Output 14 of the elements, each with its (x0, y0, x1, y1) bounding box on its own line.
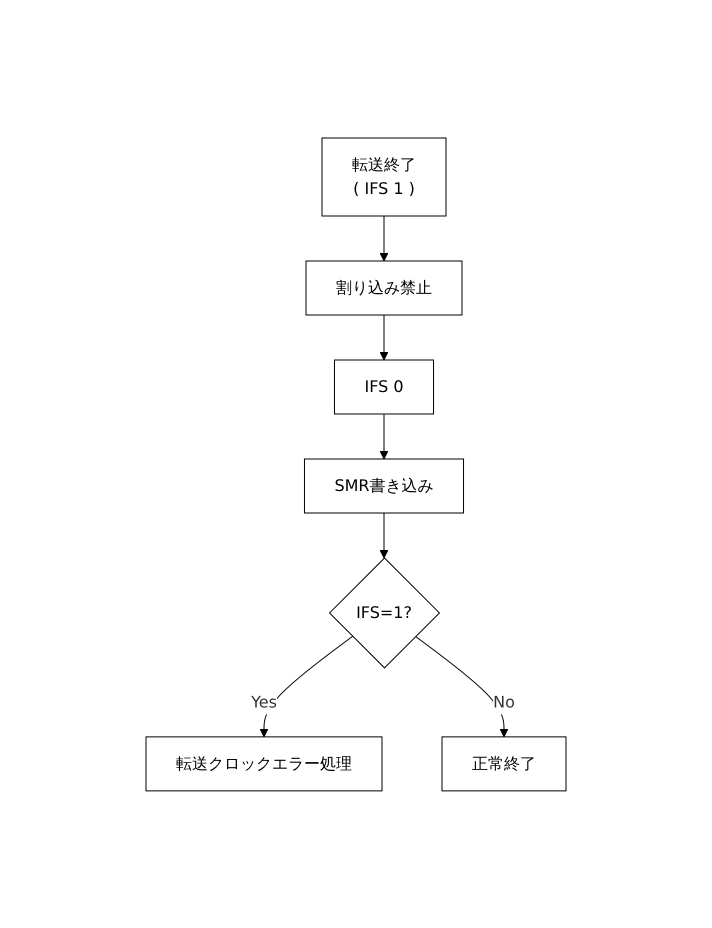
arrow (380, 215, 388, 261)
node-box: 転送クロックエラー処理 (146, 736, 382, 791)
node-box: 正常終了 (442, 736, 566, 791)
arrow (380, 512, 388, 558)
node-box: 転送終了 ( IFS 1 ) (322, 137, 446, 216)
arrow (380, 413, 388, 459)
edge-label: No (493, 692, 515, 711)
node-box: SMR書き込み (304, 458, 464, 514)
node-diamond: IFS=1? (328, 556, 440, 668)
arrow (414, 635, 508, 737)
arrow (380, 314, 388, 360)
edge-label: Yes (251, 692, 277, 711)
node-box: IFS 0 (334, 359, 434, 414)
node-box: 割り込み禁止 (306, 260, 462, 316)
